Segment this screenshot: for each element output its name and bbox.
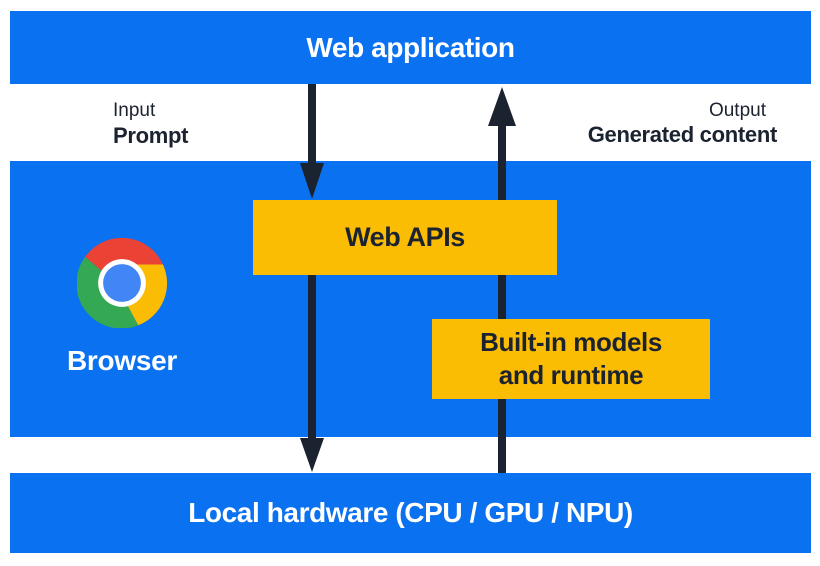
browser-group: Browser — [32, 238, 212, 375]
chrome-logo-icon — [77, 238, 167, 328]
output-value: Generated content — [587, 122, 778, 147]
web-apis-label: Web APIs — [345, 222, 465, 252]
local-hardware-label: Local hardware (CPU / GPU / NPU) — [188, 497, 633, 528]
output-arrow-up — [488, 87, 516, 473]
local-hardware-band: Local hardware (CPU / GPU / NPU) — [10, 473, 811, 553]
input-title: Input — [113, 100, 156, 121]
builtin-models-label-line1: Built-in models — [480, 327, 662, 357]
builtin-models-label-line2: and runtime — [498, 360, 644, 390]
builtin-models-box: Built-in models and runtime — [432, 319, 710, 399]
output-title: Output — [708, 100, 766, 121]
output-label-group: Output Generated content — [587, 99, 778, 150]
web-application-label: Web application — [306, 31, 515, 63]
web-apis-box: Web APIs — [253, 200, 557, 275]
web-application-band: Web application — [10, 11, 811, 84]
browser-label: Browser — [67, 345, 177, 376]
input-label-group: Input Prompt — [113, 99, 189, 151]
input-arrow-down — [300, 84, 324, 472]
input-value: Prompt — [113, 123, 189, 148]
